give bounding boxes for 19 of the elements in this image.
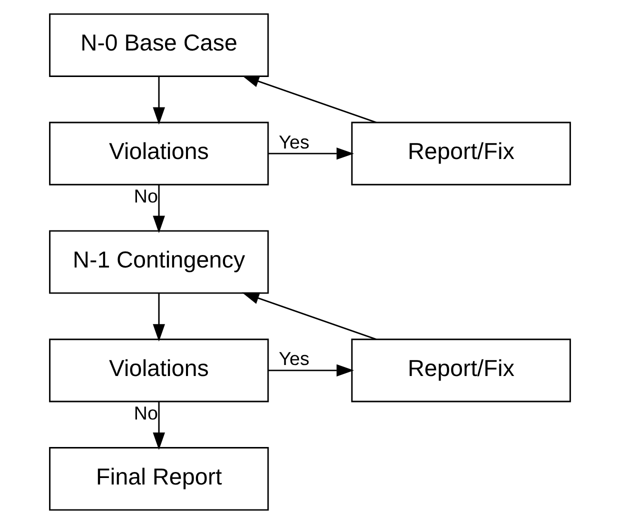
arrow (241, 76, 376, 124)
node-box: Report/Fix (350, 122, 570, 186)
node-box: Report/Fix (350, 338, 570, 402)
edge-label: No (133, 186, 158, 207)
arrow (152, 402, 164, 450)
node-box: N-0 Base Case (48, 13, 268, 77)
arrow (241, 292, 376, 340)
arrow (268, 364, 354, 376)
edge-label: No (133, 402, 158, 424)
edge-label: Yes (278, 131, 309, 152)
arrow (268, 148, 354, 160)
node-box: Final Report (48, 447, 268, 511)
arrow (152, 76, 164, 125)
arrow (152, 293, 164, 342)
node-box: Violations (48, 122, 268, 186)
node-box: N-1 Contingency (48, 230, 268, 294)
node-box: Violations (48, 338, 268, 402)
arrow (152, 184, 164, 234)
edge-label: Yes (278, 348, 309, 370)
